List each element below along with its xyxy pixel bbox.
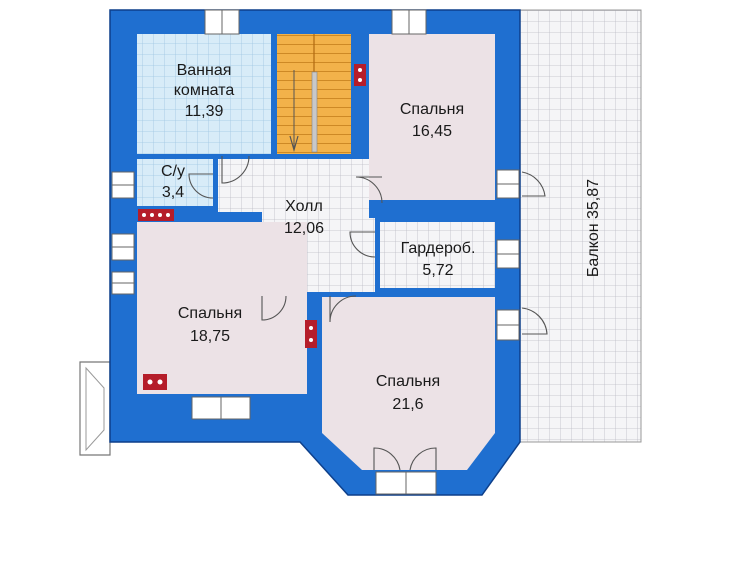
door-bedroom-s: [329, 295, 357, 323]
door-bedroom-w: [261, 295, 287, 321]
bedroom-s-area: 21,6: [392, 396, 423, 413]
door-hall-wardrobe: [349, 231, 376, 258]
bath-name-line2: комната: [174, 82, 235, 99]
balcony-label: Балкон 35,87: [585, 179, 602, 277]
wc-name: С/у: [161, 163, 185, 180]
wc-area: 3,4: [162, 184, 184, 201]
bedroom-s-name: Спальня: [376, 373, 440, 390]
bedroom-s-floor: [322, 297, 495, 470]
windows: [111, 9, 520, 495]
bedroom-ne-area: 16,45: [412, 123, 452, 140]
heaters: [138, 64, 366, 390]
bath-area: 11,39: [185, 103, 224, 120]
porch-roof-inner: [85, 366, 105, 452]
bath-name-line1: Ванная: [177, 62, 232, 79]
stair-arrow-icon: [289, 135, 299, 153]
door-balcony-ne: [521, 171, 546, 197]
wardrobe-area: 5,72: [422, 262, 453, 279]
hall-name: Холл: [285, 198, 323, 215]
bedroom-ne-floor: [369, 34, 495, 200]
porch-roof: [79, 361, 111, 456]
heater-hall-pillar: [305, 320, 317, 348]
heater-stair: [354, 64, 366, 86]
door-balcony-s: [521, 307, 548, 335]
wardrobe-name: Гардероб.: [401, 240, 476, 257]
door-bedroom-ne: [355, 176, 383, 204]
bedroom-w-area: 18,75: [190, 328, 230, 345]
balcony-floor: [519, 9, 642, 443]
door-bedroom-s-french: [373, 447, 437, 471]
heater-wc: [138, 209, 174, 221]
door-bath: [221, 155, 250, 184]
door-wc: [188, 173, 214, 199]
heater-bedroom-w: [143, 374, 167, 390]
bath-floor: [137, 34, 271, 154]
room-labels: Ванная комната 11,39 С/у 3,4 Спальня 16,…: [161, 62, 602, 413]
bedroom-w-name: Спальня: [178, 305, 242, 322]
wc-floor: [137, 159, 213, 206]
bedroom-w-floor: [137, 222, 307, 394]
stair-arrow-shaft: [311, 71, 318, 153]
bedroom-ne-name: Спальня: [400, 101, 464, 118]
wardrobe-floor: [380, 222, 495, 288]
hall-area: 12,06: [284, 220, 324, 237]
doors: [188, 155, 548, 471]
